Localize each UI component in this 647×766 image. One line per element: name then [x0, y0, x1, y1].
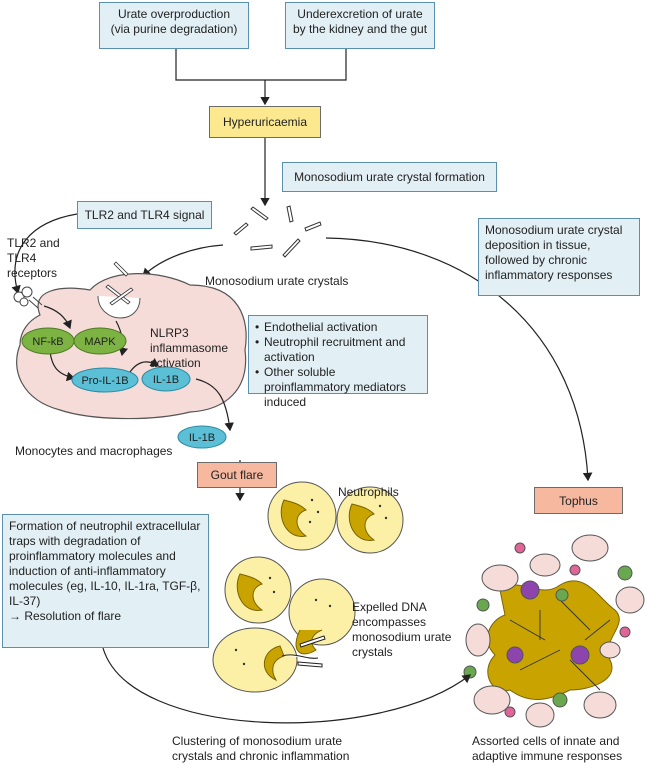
- crystals-to-tophus-arrow: [325, 237, 593, 482]
- net-resolution-box: Formation of neutrophil extracellular tr…: [2, 514, 209, 648]
- svg-text:NF-kB: NF-kB: [32, 336, 63, 348]
- neutrophil-3: [224, 556, 292, 624]
- deposition-box: Monosodium urate crystal deposition in t…: [478, 218, 640, 296]
- mapk-molecule: MAPK: [73, 327, 127, 355]
- il1b-secreted-molecule: IL-1B: [177, 425, 227, 449]
- tlr-signal-box: TLR2 and TLR4 signal: [77, 201, 212, 229]
- expelled-dna-label: Expelled DNA encompasses monosodium urat…: [352, 600, 452, 659]
- pro-il1b-molecule: Pro-IL-1B: [71, 367, 139, 393]
- endothelial-item-2: Neutrophil recruitment and activation: [255, 335, 421, 365]
- tlr-receptors-label: TLR2 and TLR4 receptors: [7, 236, 60, 280]
- expelled-dna-traps: [281, 635, 326, 668]
- underexcretion-box: Underexcretion of urate by the kidney an…: [285, 2, 435, 49]
- svg-text:MAPK: MAPK: [84, 336, 116, 348]
- endothelial-item-3: Other soluble proinflammatory mediators …: [255, 365, 421, 410]
- neutrophils-label: Neutrophils: [338, 485, 399, 499]
- tlr-receptor-icon: [13, 286, 43, 309]
- clustering-label: Clustering of monosodium urate crystals …: [172, 734, 350, 763]
- nfkb-molecule: NF-kB: [21, 327, 75, 355]
- neutrophil-1: [267, 481, 337, 551]
- msu-crystals-label: Monosodium urate crystals: [205, 274, 349, 288]
- neutrophil-4: [288, 578, 356, 655]
- assorted-cells-label: Assorted cells of innate and adaptive im…: [472, 734, 623, 763]
- clustering-arrow: [102, 647, 471, 724]
- il1b-molecule: IL-1B: [141, 366, 191, 392]
- endothelial-box: Endothelial activation Neutrophil recrui…: [248, 315, 428, 409]
- tophus-cluster: [463, 534, 645, 728]
- msu-crystals-cluster: [233, 205, 322, 258]
- neutrophil-2: [336, 486, 404, 554]
- neutrophil-5: [212, 627, 298, 693]
- svg-text:IL-1B: IL-1B: [153, 374, 179, 386]
- tlr-signal-arrow: [11, 213, 78, 295]
- gout-flare-box: Gout flare: [197, 462, 277, 488]
- monocytes-label: Monocytes and macrophages: [15, 444, 173, 458]
- crystals-to-cell-arrow: [142, 244, 224, 277]
- svg-text:IL-1B: IL-1B: [189, 432, 215, 444]
- endothelial-item-1: Endothelial activation: [255, 320, 421, 335]
- msu-crystal-formation-box: Monosodium urate crystal formation: [282, 162, 497, 192]
- svg-text:Pro-IL-1B: Pro-IL-1B: [81, 375, 128, 387]
- hyperuricaemia-box: Hyperuricaemia: [209, 106, 321, 138]
- top-connectors: [175, 49, 347, 207]
- nlrp3-label: NLRP3 inflammasome activation: [150, 326, 229, 370]
- tophus-box: Tophus: [534, 487, 623, 514]
- urate-overproduction-box: Urate overproduction (via purine degrada…: [99, 2, 249, 49]
